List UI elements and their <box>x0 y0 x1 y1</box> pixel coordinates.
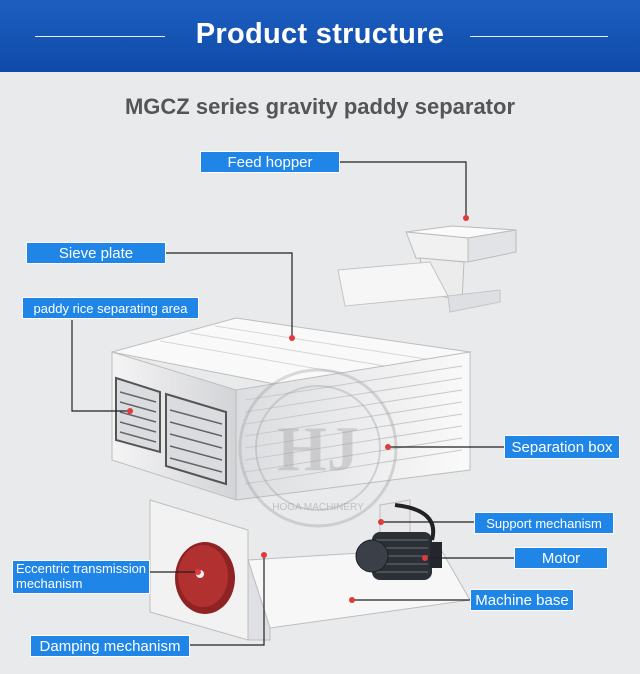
feed-chute-shape <box>337 261 449 307</box>
watermark-ring-text: HOGA MACHINERY <box>272 502 364 513</box>
label-sieve-plate: Sieve plate <box>26 242 166 264</box>
label-eccentric-line1: Eccentric transmission <box>16 561 147 576</box>
diagram-subtitle: MGCZ series gravity paddy separator <box>124 94 516 119</box>
leader-endpoints <box>127 215 469 603</box>
label-separation-box: Separation box <box>504 435 620 459</box>
label-support-mechanism: Support mechanism <box>474 512 614 534</box>
label-eccentric-line2: mechanism <box>16 576 83 591</box>
inspection-window-left <box>115 376 161 454</box>
side-louvres <box>244 365 463 485</box>
chute-side-shape <box>447 289 501 313</box>
leader-separating-area <box>71 320 130 412</box>
header-banner: Product structure <box>0 0 640 72</box>
banner-left-rule <box>35 36 165 37</box>
leader-sieve-plate <box>166 252 293 338</box>
leader-damping <box>190 555 265 646</box>
motor-shape <box>355 532 442 580</box>
banner-right-rule <box>470 36 608 37</box>
label-machine-base: Machine base <box>470 589 574 611</box>
label-feed-hopper: Feed hopper <box>200 151 340 173</box>
leader-feed-hopper <box>340 161 467 218</box>
drive-belt-shape <box>394 503 436 541</box>
label-eccentric-transmission: Eccentric transmission mechanism <box>12 560 150 594</box>
label-separating-area: paddy rice separating area <box>22 297 199 319</box>
leader-lines <box>71 161 514 646</box>
inspection-window-right <box>165 392 227 486</box>
watermark-letters: HJ <box>277 413 359 484</box>
page-title: Product structure <box>195 18 445 50</box>
eccentric-wheel-shape <box>175 542 235 614</box>
label-damping-mechanism: Damping mechanism <box>30 635 190 657</box>
watermark-logo <box>238 368 398 528</box>
label-motor: Motor <box>514 547 608 569</box>
separation-box-shape <box>235 351 471 501</box>
